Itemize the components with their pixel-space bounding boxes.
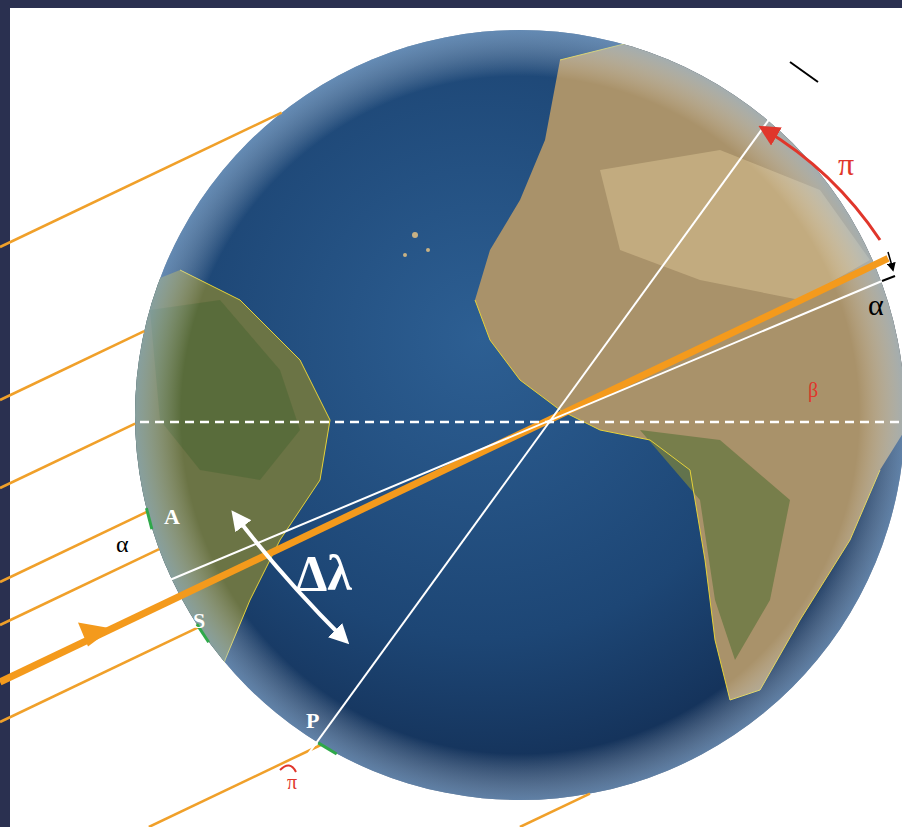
angle-label: α bbox=[116, 532, 129, 556]
ray-arrow bbox=[78, 623, 112, 647]
point-label: A bbox=[164, 506, 180, 528]
angle-label: β bbox=[808, 380, 818, 400]
angle-label: π bbox=[838, 148, 854, 180]
main-sun-ray bbox=[0, 258, 888, 682]
point-label: S bbox=[193, 610, 205, 632]
sun-ray bbox=[0, 331, 144, 400]
tangent-mark bbox=[146, 508, 151, 529]
sun-ray bbox=[0, 627, 199, 722]
sun-ray bbox=[520, 794, 590, 827]
sun-ray bbox=[0, 424, 135, 488]
angle-label: α bbox=[868, 290, 884, 320]
sun-ray bbox=[0, 512, 147, 582]
longitude-difference-label: Δλ bbox=[296, 548, 352, 598]
sun-ray bbox=[149, 745, 321, 827]
point-label: P bbox=[306, 710, 319, 732]
tangent-mark bbox=[318, 743, 337, 754]
sun-ray bbox=[0, 113, 282, 247]
angle-label: π bbox=[287, 772, 297, 792]
